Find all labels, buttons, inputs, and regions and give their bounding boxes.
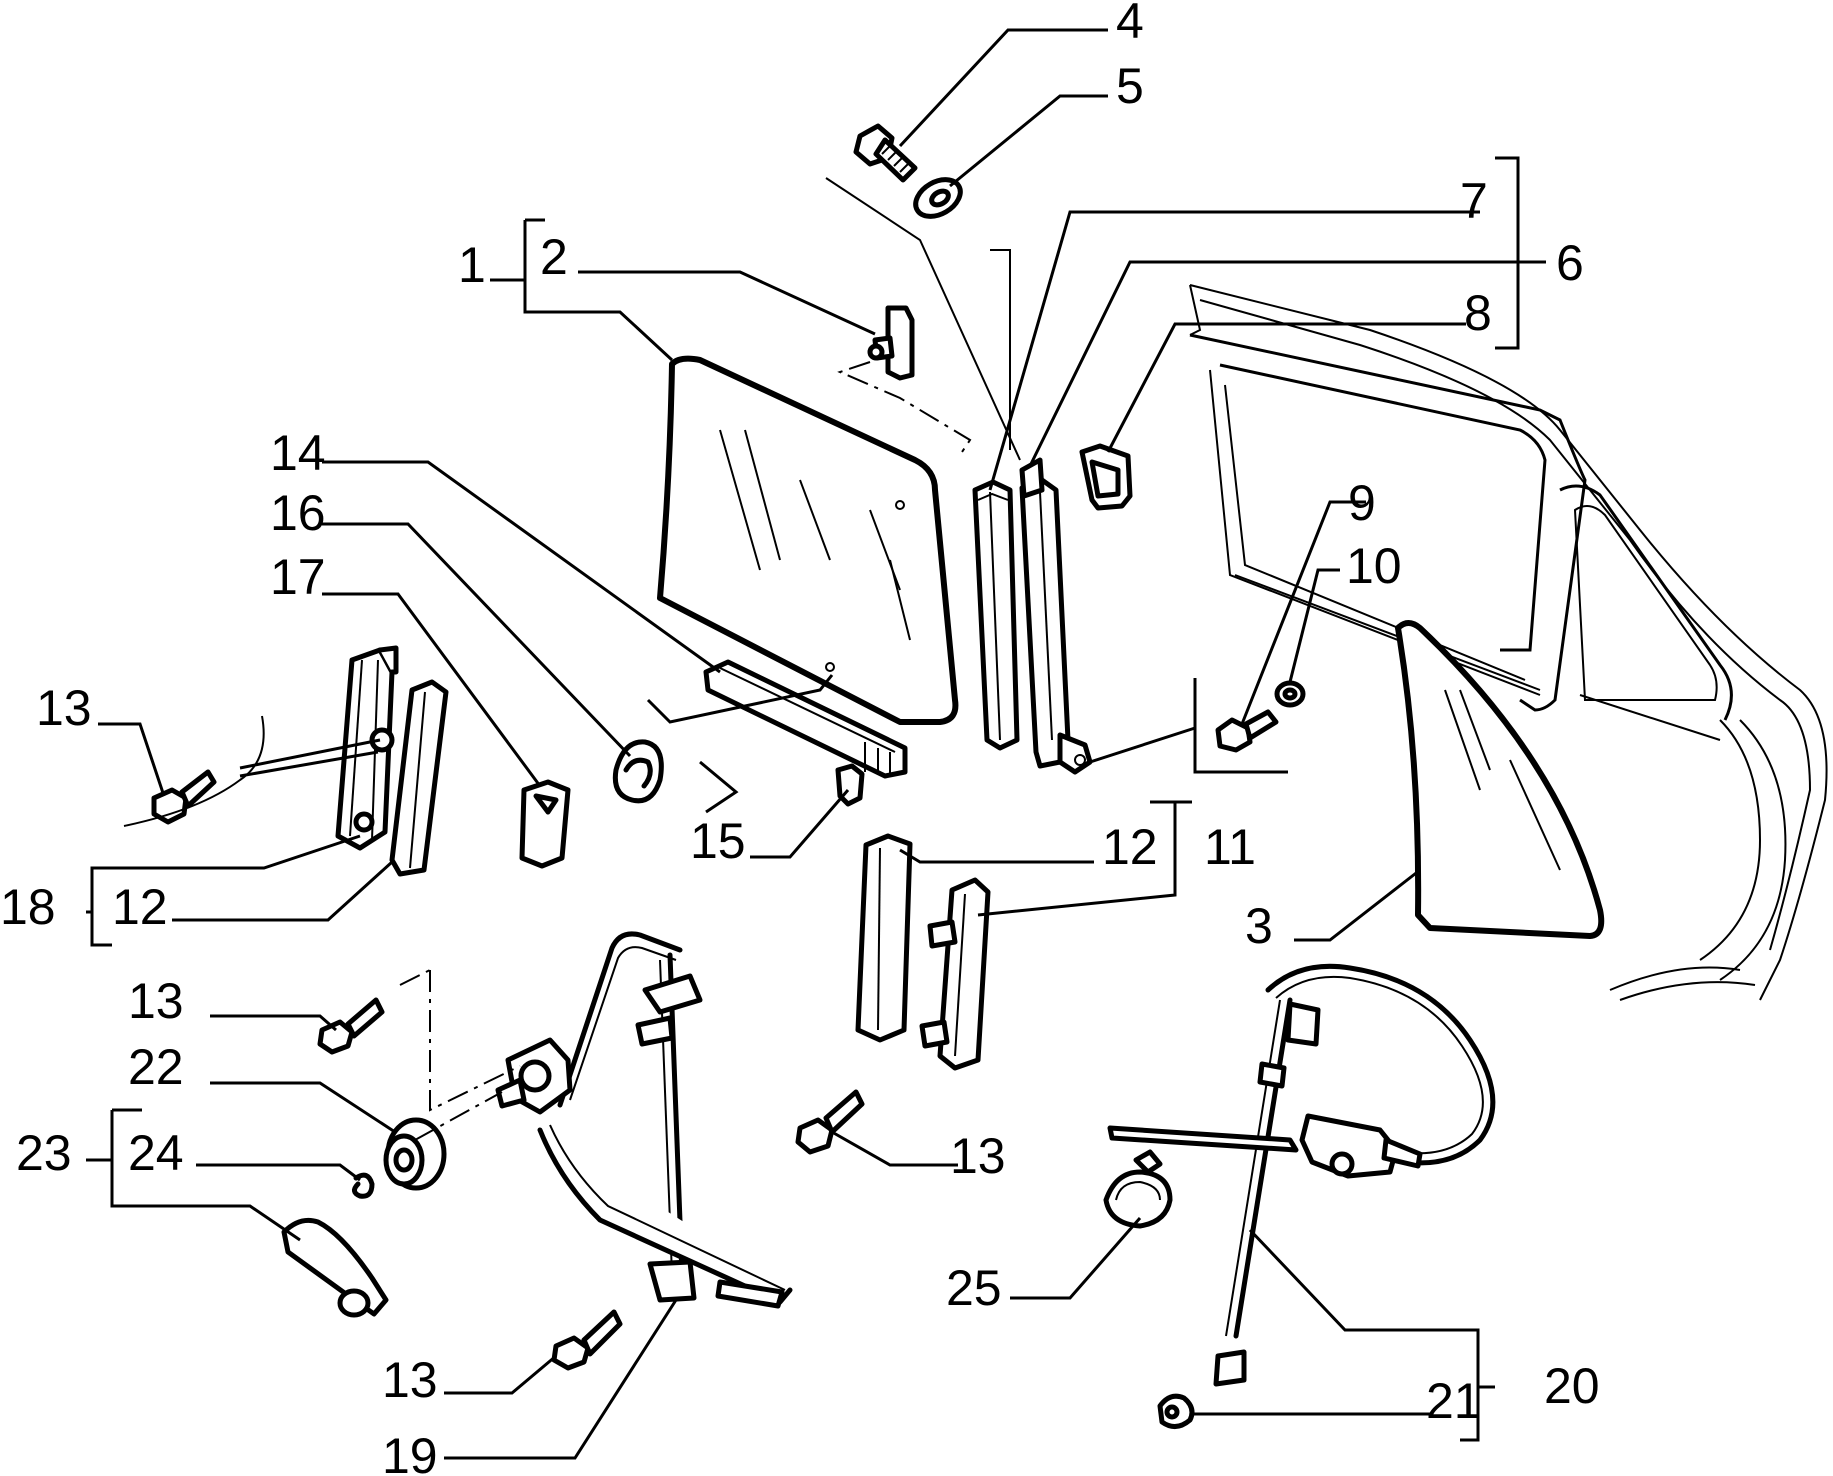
guide-strip-12-right [855, 833, 913, 1043]
glass-clip [867, 305, 915, 381]
callout-12-left: 12 [112, 879, 168, 935]
clip-17 [519, 779, 571, 869]
callout-3: 3 [1245, 898, 1273, 954]
callout-13-a: 13 [36, 680, 92, 736]
clip-8 [1079, 443, 1133, 511]
bolt-13-a [151, 769, 217, 825]
callout-22: 22 [128, 1039, 184, 1095]
washer-10 [1274, 680, 1306, 708]
grommet-16 [612, 739, 664, 804]
callout-2: 2 [540, 229, 568, 285]
window-crank-handle-23 [281, 1217, 389, 1318]
callout-25: 25 [946, 1260, 1002, 1316]
door-glass [657, 355, 959, 725]
car-door-outline [1189, 284, 1828, 1001]
bolt-9 [1215, 709, 1279, 753]
callout-10: 10 [1346, 538, 1402, 594]
electric-window-regulator-20 [1107, 963, 1496, 1387]
callout-18: 18 [0, 879, 56, 935]
nut-21 [1157, 1393, 1195, 1429]
callout-17: 17 [270, 549, 326, 605]
washer-5 [913, 177, 963, 219]
callout-13-d: 13 [382, 1352, 438, 1408]
callout-13-c: 13 [950, 1128, 1006, 1184]
callout-14: 14 [270, 425, 326, 481]
callout-11: 11 [1204, 819, 1256, 875]
cable-tie-25 [1103, 1149, 1173, 1229]
callout-6: 6 [1556, 235, 1584, 291]
guide-strip-12-left [389, 679, 449, 877]
callout-21: 21 [1426, 1373, 1482, 1429]
bolt-4 [853, 123, 918, 183]
callout-labels: 1 2 3 4 5 6 7 8 9 10 11 12 12 13 13 13 1… [0, 0, 1600, 1476]
callout-7: 7 [1460, 173, 1488, 229]
guide-bracket-18 [335, 645, 399, 851]
spacer-22 [383, 1117, 447, 1191]
manual-window-regulator-19 [495, 931, 793, 1309]
rear-channel-6 [1019, 457, 1093, 775]
callout-19: 19 [382, 1428, 438, 1476]
guide-bracket-11 [919, 877, 991, 1071]
lower-glass-channel-14 [703, 659, 908, 779]
front-channel-7 [972, 479, 1020, 751]
callout-9: 9 [1348, 475, 1376, 531]
callout-16: 16 [270, 485, 326, 541]
bolt-13-d [551, 1309, 623, 1371]
bolt-13-b [317, 997, 385, 1055]
callout-15: 15 [690, 813, 746, 869]
callout-20: 20 [1544, 1358, 1600, 1414]
callout-5: 5 [1116, 58, 1144, 114]
callout-12-right: 12 [1102, 819, 1158, 875]
callout-8: 8 [1464, 285, 1492, 341]
callout-23: 23 [16, 1125, 72, 1181]
callout-4: 4 [1116, 0, 1144, 49]
callout-13-b: 13 [128, 973, 184, 1029]
callout-1: 1 [458, 237, 486, 293]
leader-lines [86, 28, 1546, 1460]
bolt-13-c [795, 1089, 865, 1155]
callout-24: 24 [128, 1125, 184, 1181]
